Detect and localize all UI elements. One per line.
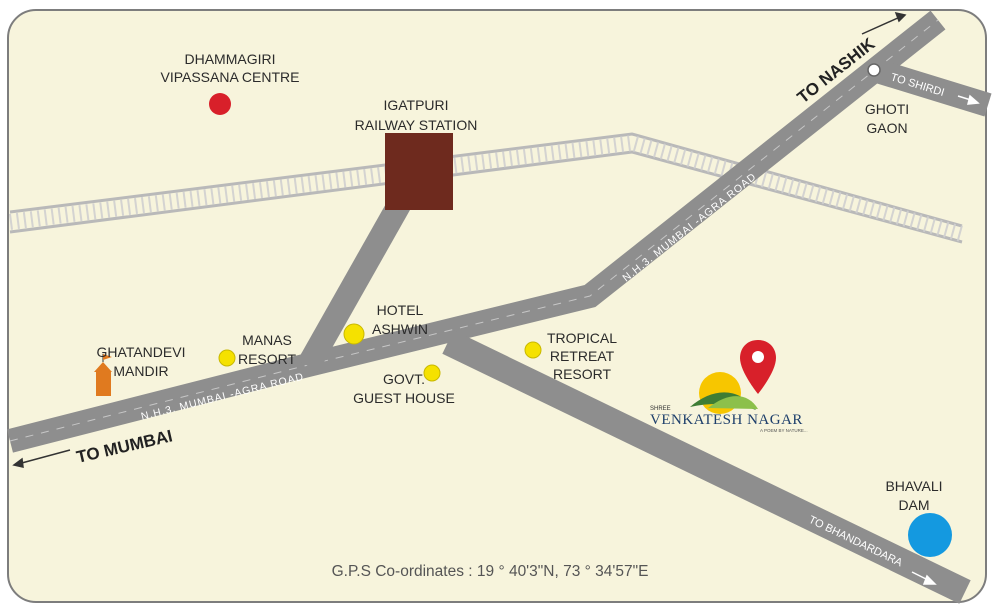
tropical-resort-marker — [524, 341, 542, 359]
roads — [7, 10, 992, 604]
hotel-ashwin-marker — [343, 323, 365, 345]
railway-label-line1: IGATPURI — [383, 97, 448, 113]
map-frame — [7, 9, 987, 603]
manas-resort-marker — [218, 349, 236, 367]
bhavali-label-line2: DAM — [898, 497, 929, 513]
logo-prefix: SHREE — [650, 406, 671, 412]
ghatandevi-label-line1: GHATANDEVI — [97, 344, 186, 360]
bhandardara-road — [442, 330, 971, 604]
venkatesh-nagar-logo: SHREE VENKATESH NAGAR A POEM BY NATURE..… — [650, 372, 808, 433]
ghoti-label-line1: GHOTI — [865, 101, 909, 117]
manas-label-line2: RESORT — [238, 351, 297, 367]
ghatandevi-label-line2: MANDIR — [113, 363, 168, 379]
temple-icon — [94, 354, 112, 396]
tropical-label-line2: RETREAT — [550, 348, 615, 364]
gps-coordinates: G.P.S Co-ordinates : 19 ° 40'3"N, 73 ° 3… — [332, 563, 649, 580]
manas-label-line1: MANAS — [242, 332, 292, 348]
govt-guest-house-marker — [423, 364, 441, 382]
station-road — [297, 192, 414, 372]
logo-tagline: A POEM BY NATURE... — [760, 428, 808, 433]
bhavali-label-line1: BHAVALI — [885, 478, 942, 494]
arrow-left-icon — [12, 449, 71, 468]
ghoti-label-line2: GAON — [866, 120, 907, 136]
railway-track — [8, 132, 965, 244]
arrow-down-right-icon — [911, 571, 937, 585]
hotel-ashwin-label-line2: ASHWIN — [372, 321, 428, 337]
govt-guest-label-line2: GUEST HOUSE — [353, 390, 455, 406]
ghoti-junction-marker — [867, 63, 881, 77]
dhammagiri-label-line2: VIPASSANA CENTRE — [160, 69, 299, 85]
dhammagiri-marker — [209, 93, 231, 115]
dhammagiri-label-line1: DHAMMAGIRI — [185, 51, 276, 67]
hotel-ashwin-label-line1: HOTEL — [377, 302, 424, 318]
tropical-label-line1: TROPICAL — [547, 330, 617, 346]
arrow-up-right-icon — [861, 11, 907, 35]
railway-station-icon — [385, 133, 453, 210]
location-pin-icon — [740, 340, 776, 394]
arrow-right-icon — [957, 94, 980, 105]
railway-label-line2: RAILWAY STATION — [355, 117, 478, 133]
logo-name: VENKATESH NAGAR — [650, 412, 803, 428]
tropical-label-line3: RESORT — [553, 366, 612, 382]
govt-guest-label-line1: GOVT. — [383, 371, 425, 387]
bhavali-dam-marker — [908, 513, 952, 557]
